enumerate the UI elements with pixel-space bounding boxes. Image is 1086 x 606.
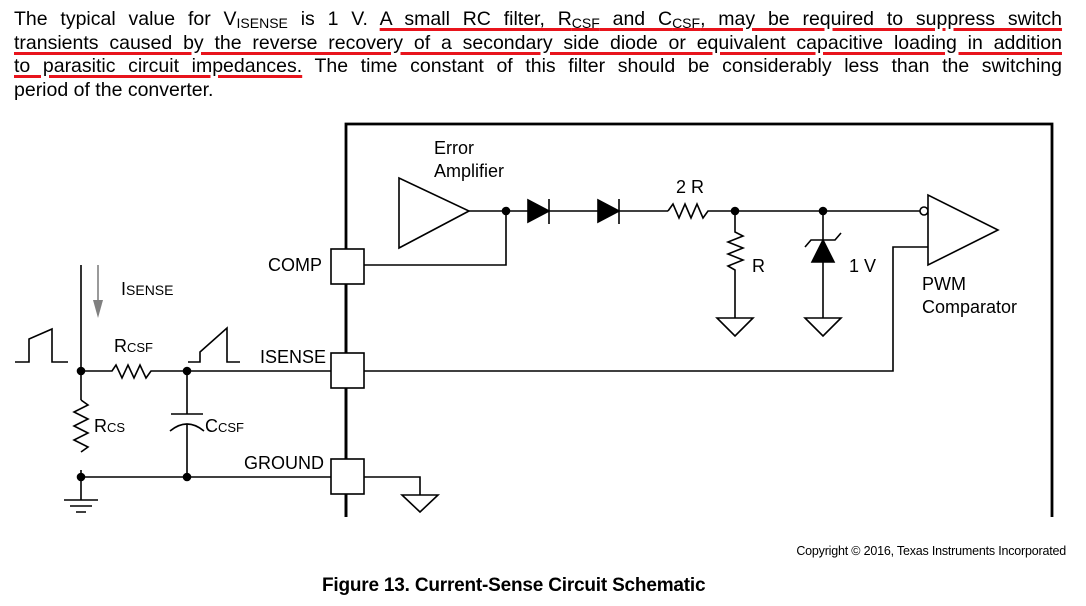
- highlighted-text: to parasitic circuit impedances.: [14, 55, 303, 77]
- earth-ground-symbol: [64, 499, 98, 513]
- resistor-r: [725, 211, 746, 318]
- paragraph-line-1: The typical value for VISENSE is 1 V. A …: [14, 8, 1063, 31]
- waveform-sawtooth: [15, 327, 68, 363]
- highlighted-text: A small RC filter, RCSF and CCSF, may be…: [379, 8, 1063, 31]
- pwm-comparator-label: Comparator: [922, 297, 1017, 317]
- paragraph-line-4: period of the converter.: [14, 78, 214, 101]
- figure-caption: Figure 13. Current-Sense Circuit Schemat…: [322, 575, 706, 596]
- resistor-rcs: [72, 399, 90, 453]
- diode-1: [527, 198, 551, 224]
- rcsf-label: RCSF: [114, 336, 153, 356]
- junction-dot: [76, 472, 86, 482]
- copyright-notice: Copyright © 2016, Texas Instruments Inco…: [796, 544, 1066, 558]
- inverting-input-bubble: [919, 206, 929, 216]
- ground-symbol: [803, 317, 843, 338]
- pin-isense-label: ISENSE: [260, 347, 326, 367]
- resistor-2r: [667, 201, 735, 221]
- resistor-2r-label: 2 R: [676, 177, 704, 197]
- waveform-filtered: [188, 326, 240, 363]
- junction-dot: [76, 366, 86, 376]
- pin-ground-box: [330, 458, 365, 495]
- wire-comp: [364, 211, 507, 266]
- paragraph-line-3: to parasitic circuit impedances. The tim…: [14, 55, 1062, 77]
- error-amplifier-label: Amplifier: [434, 161, 504, 181]
- diode-2: [597, 198, 621, 224]
- zener-voltage-label: 1 V: [849, 256, 876, 276]
- resistor-r-label: R: [752, 256, 765, 276]
- wire-isense: [364, 246, 928, 372]
- zener-bar: [804, 232, 842, 248]
- paragraph-line-2: transients caused by the reverse recover…: [14, 31, 1062, 54]
- rcs-label: RCS: [94, 416, 125, 436]
- resistor-rcsf: [81, 363, 331, 380]
- error-amplifier-label: Error: [434, 138, 474, 158]
- wire: [364, 476, 421, 495]
- ground-symbol: [399, 494, 441, 514]
- ccsf-label: CCSF: [205, 416, 244, 436]
- current-arrow-icon: [93, 265, 103, 318]
- pin-isense-box: [330, 352, 365, 389]
- pin-comp-box: [330, 248, 365, 285]
- pin-comp-label: COMP: [268, 255, 322, 275]
- body-paragraph: The typical value for VISENSE is 1 V. A …: [14, 8, 1062, 102]
- zener-diode: [810, 238, 836, 263]
- junction-dot: [182, 472, 192, 482]
- ground-symbol: [715, 317, 755, 338]
- isense-label: ISENSE: [121, 279, 173, 299]
- pwm-comparator-label: PWM: [922, 274, 966, 294]
- pwm-comparator: [927, 193, 1000, 267]
- pin-ground-label: GROUND: [244, 453, 324, 473]
- error-amplifier: [398, 176, 471, 250]
